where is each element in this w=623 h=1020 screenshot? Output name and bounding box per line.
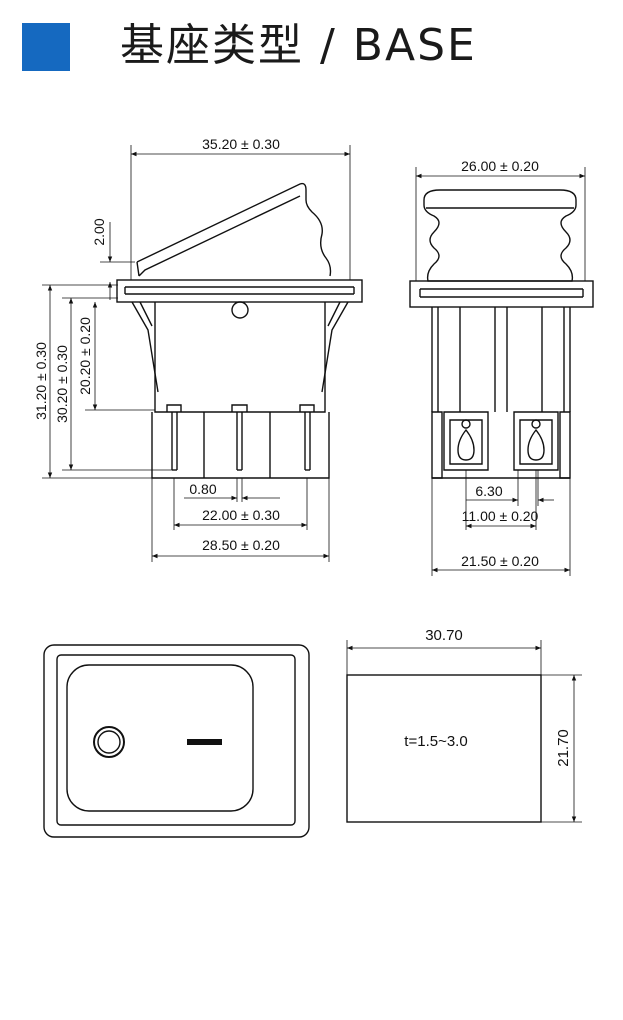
dim-front-width: 35.20 ± 0.30 xyxy=(202,136,280,152)
cutout-rectangle xyxy=(346,674,542,823)
front-view: 35.20 ± 0.30 2.00 31.20 ± 0.30 30.20 ± 0… xyxy=(33,136,363,562)
top-view-outer-frame xyxy=(43,644,310,838)
panel-cutout: t=1.5~3.0 30.70 21.70 xyxy=(346,627,582,823)
dim-body-height: 30.20 ± 0.30 xyxy=(54,345,70,423)
dim-cap-width: 26.00 ± 0.20 xyxy=(461,158,539,174)
page-title: 基座类型 / BASE xyxy=(120,20,477,71)
side-view: 26.00 ± 0.20 6.30 11.00 ± 0.20 21.50 ± 0… xyxy=(409,158,594,576)
dim-terminal-width: 6.30 xyxy=(475,483,502,499)
front-base xyxy=(151,412,330,479)
side-cap xyxy=(423,189,577,282)
side-terminals xyxy=(431,411,571,479)
cutout-thickness: t=1.5~3.0 xyxy=(404,733,467,750)
header: 基座类型 / BASE xyxy=(0,0,623,100)
line-on-symbol xyxy=(187,739,222,745)
dim-cutout-height: 21.70 xyxy=(555,729,572,767)
led-indicator xyxy=(231,301,249,319)
side-flange xyxy=(409,280,594,308)
accent-square xyxy=(22,23,70,71)
dim-pin-spacing: 22.00 ± 0.30 xyxy=(202,507,280,523)
dim-total-height: 31.20 ± 0.30 xyxy=(33,342,49,420)
dim-below-flange: 20.20 ± 0.20 xyxy=(77,317,93,395)
rocker-actuator-top xyxy=(136,182,332,277)
rocker-paddle xyxy=(66,664,254,812)
left-clip xyxy=(131,301,159,393)
circle-off-symbol xyxy=(93,726,125,758)
front-body xyxy=(154,302,326,413)
front-pins xyxy=(166,404,315,478)
dim-cutout-width: 30.70 xyxy=(425,627,463,644)
dim-side-body-width: 21.50 ± 0.20 xyxy=(461,553,539,569)
front-flange xyxy=(116,279,363,303)
dim-pin-width: 0.80 xyxy=(189,481,216,497)
dim-front-body-width: 28.50 ± 0.20 xyxy=(202,537,280,553)
right-clip xyxy=(321,301,349,393)
top-view-inner-frame xyxy=(56,654,296,826)
top-view xyxy=(43,644,310,838)
dim-terminal-spacing: 11.00 ± 0.20 xyxy=(462,508,539,524)
dim-actuator-height: 2.00 xyxy=(91,218,107,245)
